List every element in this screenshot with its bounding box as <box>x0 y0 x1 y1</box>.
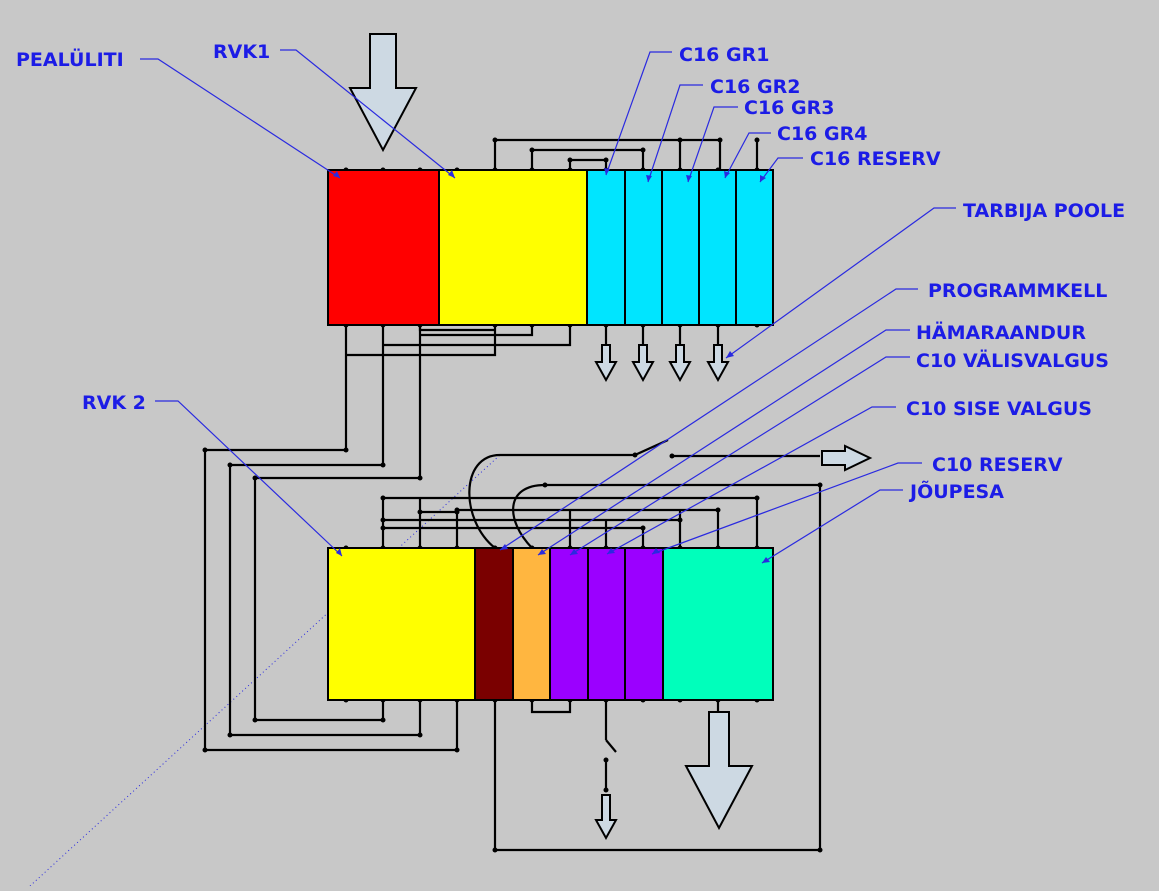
twilight-sensor-module <box>512 547 551 701</box>
c16-gr2-module <box>624 169 663 326</box>
rcd2-module <box>327 547 476 701</box>
feed-wire-1 <box>203 325 459 752</box>
lower-board <box>327 547 774 701</box>
label-c16-gr4: C16 GR4 <box>777 123 867 145</box>
labels: PEALÜLITI RVK1 C16 GR1 C16 GR2 C16 GR3 C… <box>16 41 1125 503</box>
label-rvk2: RVK 2 <box>82 392 146 414</box>
lower-bus-3 <box>420 510 459 548</box>
output-arrow-4-icon <box>706 344 730 383</box>
feed-wire-3 <box>253 325 422 722</box>
output-arrow-2-icon <box>631 344 655 383</box>
arrows <box>348 33 873 841</box>
c16-gr4-module <box>698 169 737 326</box>
leader-lines <box>140 49 956 564</box>
label-c10-reserv: C10 RESERV <box>932 454 1063 476</box>
label-hamaraandur: HÄMARAANDUR <box>916 320 1086 344</box>
c10-valisvalgus-module <box>549 547 589 701</box>
output-arrow-3-icon <box>668 344 692 383</box>
c16-gr3-module <box>661 169 700 326</box>
c16-gr1-module <box>586 169 626 326</box>
label-joupesa: JÕUPESA <box>908 479 1004 503</box>
upper-bus-3 <box>568 158 608 170</box>
upper-bus-1 <box>493 138 722 170</box>
rcd1-module <box>438 169 588 326</box>
c16-reserv-module <box>735 169 774 326</box>
outgoing-arrow-icon <box>821 444 873 472</box>
output-arrow-1-icon <box>594 344 618 383</box>
label-c10-sise-valgus: C10 SISE VALGUS <box>906 398 1092 420</box>
wiring <box>203 138 822 852</box>
main-switch-module <box>327 169 440 326</box>
upper-board <box>327 169 774 326</box>
leader-arrowheads <box>333 168 770 563</box>
label-c10-valisvalgus: C10 VÄLISVALGUS <box>916 348 1109 372</box>
c10-reserv-module <box>624 547 664 701</box>
label-c16-reserv: C16 RESERV <box>810 148 941 170</box>
c10-sise-valgus-module <box>587 547 626 701</box>
label-pealuliti: PEALÜLITI <box>16 47 124 71</box>
label-c16-gr2: C16 GR2 <box>710 76 800 98</box>
lower-bus-1 <box>381 496 759 548</box>
label-c16-gr1: C16 GR1 <box>679 44 769 66</box>
lower-output-arrow-icon <box>594 794 618 841</box>
feed-wire-2 <box>228 325 422 737</box>
timer-module <box>474 547 514 701</box>
socket-module <box>662 547 774 701</box>
label-tarbija-poole: TARBIJA POOLE <box>963 200 1125 222</box>
supply-arrow-icon <box>348 33 418 153</box>
consumer-big-arrow-icon <box>684 711 754 831</box>
upper-bus-2 <box>530 148 645 170</box>
label-c16-gr3: C16 GR3 <box>744 97 834 119</box>
label-programmkell: PROGRAMMKELL <box>928 280 1107 302</box>
label-rvk1: RVK1 <box>213 41 270 63</box>
